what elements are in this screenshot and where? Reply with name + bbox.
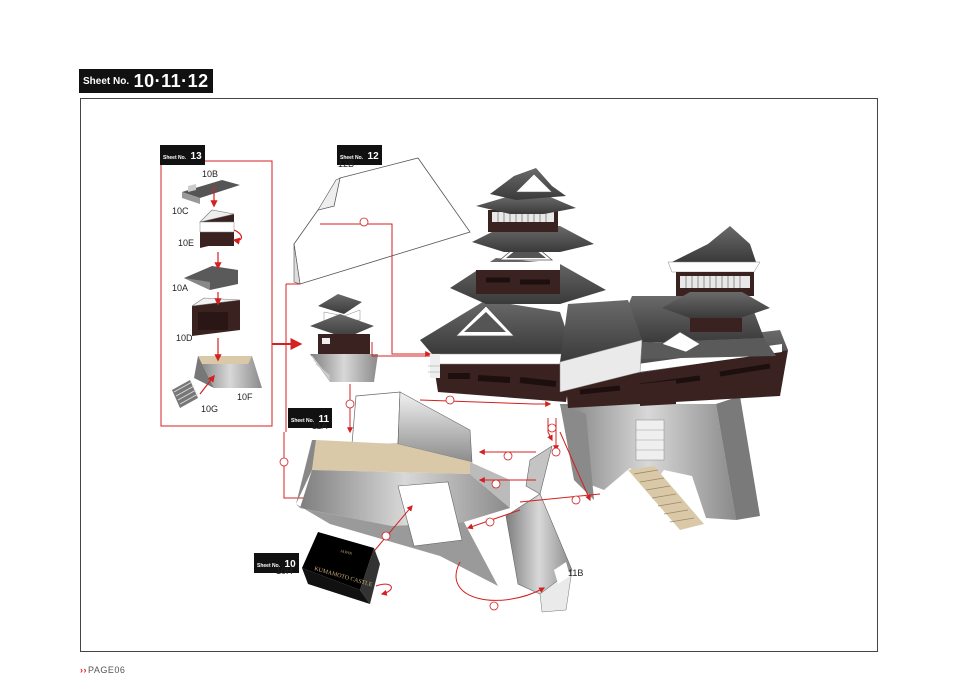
part-12B-flat-wall: [293, 157, 471, 285]
sheet-number-header: Sheet No. 10·11·12: [79, 69, 213, 93]
part-10B-icon: [182, 180, 240, 204]
part-10E-icon: [199, 209, 235, 248]
part-label-12B: 12B: [338, 159, 355, 169]
assembly-frame: [80, 98, 878, 652]
step-marker: [359, 217, 369, 227]
small-turret: [310, 294, 378, 382]
page-number: PAGE06: [88, 665, 126, 675]
sheet-13-label: Sheet No. 13: [160, 145, 205, 165]
part-label-10D: 10D: [176, 333, 193, 343]
part-label-10E: 10E: [178, 238, 195, 248]
step-markers: [381, 395, 581, 611]
part-label-10C: 10C: [172, 206, 189, 216]
page-footer: ››PAGE06: [80, 665, 125, 675]
part-label-10F: 10F: [237, 392, 253, 402]
part-10G-icon: [172, 380, 199, 408]
part-label-11B: 11B: [568, 568, 584, 578]
part-10D-icon: [191, 297, 241, 336]
sheet-10-label: Sheet No. 10: [254, 553, 299, 573]
sheet-numbers: 10·11·12: [133, 71, 209, 91]
wall-guide-line: [364, 223, 432, 357]
sheet-12-label: Sheet No. 12: [337, 145, 382, 165]
part-10A-icon: [184, 266, 238, 290]
part-label-10G: 10G: [201, 404, 219, 414]
plaque-top-text: JAPAN: [340, 548, 353, 556]
part-11A-stone-base: [296, 391, 510, 586]
sheet-prefix: Sheet No.: [83, 76, 130, 87]
part-label-10B: 10B: [202, 169, 219, 179]
sheet-11-label: Sheet No. 11: [288, 408, 333, 428]
part-label-10A: 10A: [172, 283, 189, 293]
footer-arrows-icon: ››: [80, 665, 87, 675]
part-11B-wall-piece: [505, 445, 573, 613]
part-10F-icon: [194, 356, 262, 388]
part-label-10H: 10H: [276, 566, 293, 576]
part-10H-plaque: JAPAN KUMAMOTO CASTLE: [302, 532, 380, 604]
sub-assembly-box: [160, 160, 273, 427]
main-castle: [420, 168, 788, 530]
part-label-11A: 11A: [312, 421, 328, 431]
